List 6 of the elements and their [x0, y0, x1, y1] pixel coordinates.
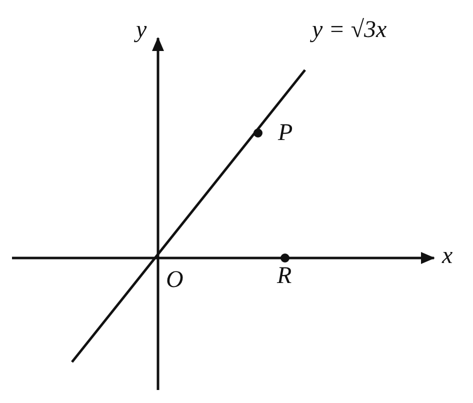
axis-label: x [442, 244, 453, 268]
origin-label: O [166, 268, 184, 292]
equation-label: y = √3x [312, 18, 387, 42]
axis-label: y [136, 18, 147, 42]
point-label: P [278, 121, 293, 145]
point-label: R [277, 264, 292, 288]
